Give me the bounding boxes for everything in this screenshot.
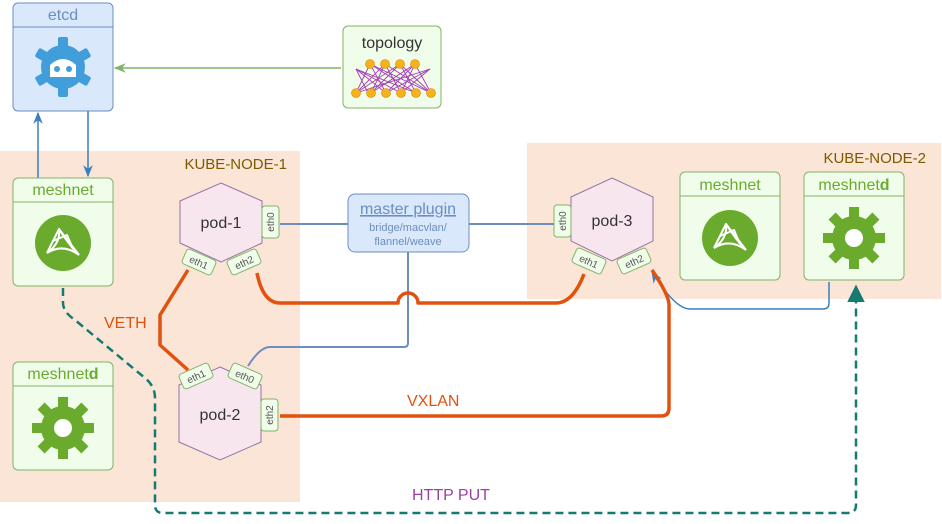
pod-1-eth0-label: eth0 [266, 212, 277, 232]
pod-3-eth0-label: eth0 [558, 211, 569, 231]
pod-3-label: pod-3 [592, 213, 633, 230]
gear-icon [32, 397, 94, 459]
kube-node-2-label: KUBE-NODE-2 [823, 150, 926, 167]
http-put-label: HTTP PUT [412, 487, 490, 504]
pod-3-eth1-port[interactable]: eth1 [571, 247, 607, 275]
meshnet-box-node1[interactable]: meshnet [12, 177, 114, 287]
pod-2-eth1-port[interactable]: eth1 [178, 362, 214, 390]
meshnetd-label-node2: meshnetd [818, 177, 889, 194]
pod-2[interactable]: pod-2 eth1 eth0 eth2 [178, 362, 279, 461]
pod-1-eth2-port[interactable]: eth2 [226, 248, 262, 276]
pod-1[interactable]: pod-1 eth0 eth1 eth2 [179, 182, 280, 276]
meshnetd-box-node2[interactable]: meshnetd [803, 171, 905, 281]
master-plugin-box[interactable]: master plugin bridge/macvlan/ flannel/we… [347, 193, 470, 253]
vxlan-label: VXLAN [407, 393, 459, 410]
pod-1-label: pod-1 [201, 215, 242, 232]
meshnet-label-node2: meshnet [699, 177, 761, 194]
kube-node-1-label: KUBE-NODE-1 [184, 156, 287, 173]
meshnetd-box-node1[interactable]: meshnetd [12, 361, 114, 471]
pod-3-eth0-port[interactable]: eth0 [553, 204, 572, 238]
etcd-label: etcd [48, 7, 78, 24]
pod-2-eth2-label: eth2 [265, 405, 276, 425]
pod-2-label: pod-2 [200, 407, 241, 424]
topology-box[interactable]: topology [342, 25, 442, 109]
meshnetd-label-node1: meshnetd [27, 366, 98, 383]
veth-label: VETH [104, 315, 147, 332]
pod-2-eth2-port[interactable]: eth2 [260, 398, 279, 432]
pod-1-eth0-port[interactable]: eth0 [261, 205, 280, 239]
master-plugin-line2: flannel/weave [374, 236, 441, 248]
master-plugin-line1: bridge/macvlan/ [369, 222, 448, 234]
pod-1-eth1-port[interactable]: eth1 [181, 248, 217, 276]
pod-3-eth2-port[interactable]: eth2 [616, 247, 652, 275]
http-put-arrow [61, 284, 865, 515]
etcd-logo-icon [35, 37, 91, 97]
veth-links [158, 269, 671, 418]
master-plugin-title: master plugin [360, 201, 456, 218]
pod-3[interactable]: pod-3 eth0 eth1 eth2 [553, 177, 654, 275]
meshnet-box-node2[interactable]: meshnet [679, 171, 781, 281]
gear-icon [823, 207, 885, 269]
pod-2-eth0-port[interactable]: eth0 [227, 362, 263, 390]
network-graph-icon [351, 59, 436, 98]
management-links [247, 223, 557, 367]
etcd-box[interactable]: etcd [12, 2, 114, 112]
meshnet-icon [35, 215, 91, 271]
topology-label: topology [362, 35, 423, 52]
meshnet-label-node1: meshnet [32, 182, 94, 199]
meshnet-icon [702, 210, 758, 266]
